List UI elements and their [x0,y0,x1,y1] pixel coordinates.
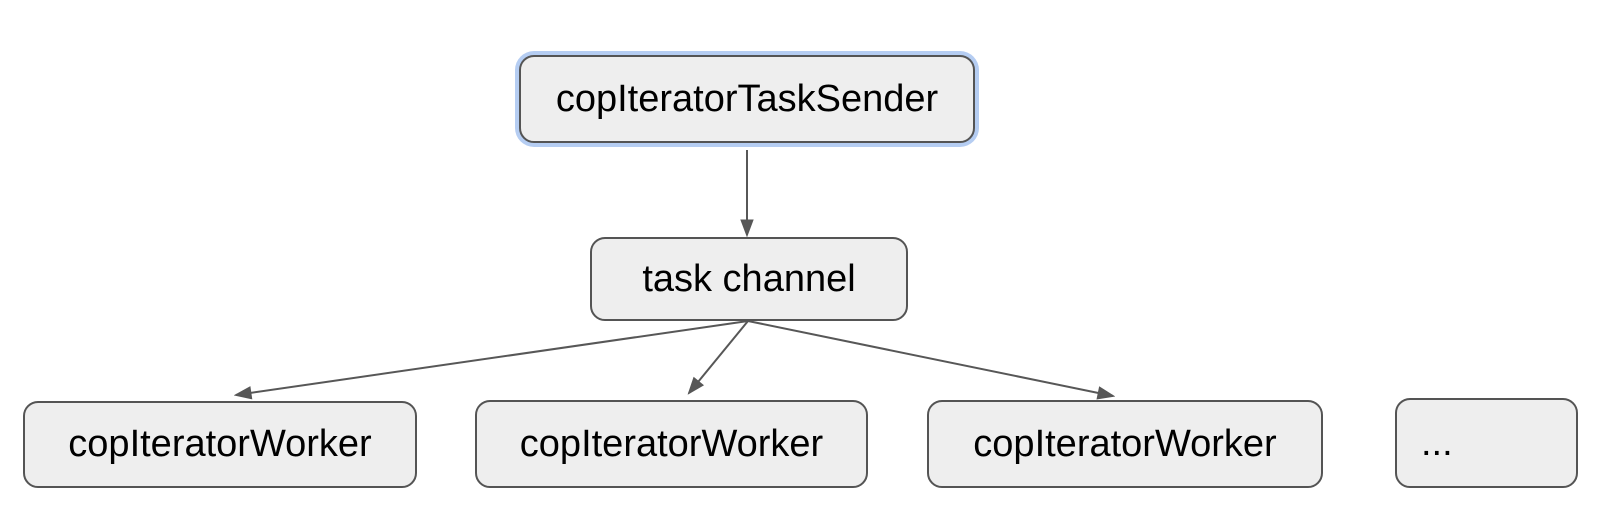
node-cop-iterator-worker-2[interactable]: copIteratorWorker [475,400,868,488]
node-cop-iterator-task-sender[interactable]: copIteratorTaskSender [519,55,975,143]
node-label: ... [1421,421,1453,464]
node-cop-iterator-worker-3[interactable]: copIteratorWorker [927,400,1323,488]
node-label: copIteratorTaskSender [555,77,939,120]
node-ellipsis-more-workers[interactable]: ... [1395,398,1578,488]
node-task-channel[interactable]: task channel [590,237,908,321]
node-cop-iterator-worker-1[interactable]: copIteratorWorker [23,401,417,488]
arrow-channel-to-worker-3[interactable] [747,320,1113,396]
node-label: copIteratorWorker [973,422,1277,465]
node-label: copIteratorWorker [68,423,372,465]
arrow-channel-to-worker-2[interactable] [689,320,749,393]
node-label: task channel [642,257,856,300]
node-label: copIteratorWorker [519,422,824,465]
arrow-channel-to-worker-1[interactable] [236,320,749,395]
